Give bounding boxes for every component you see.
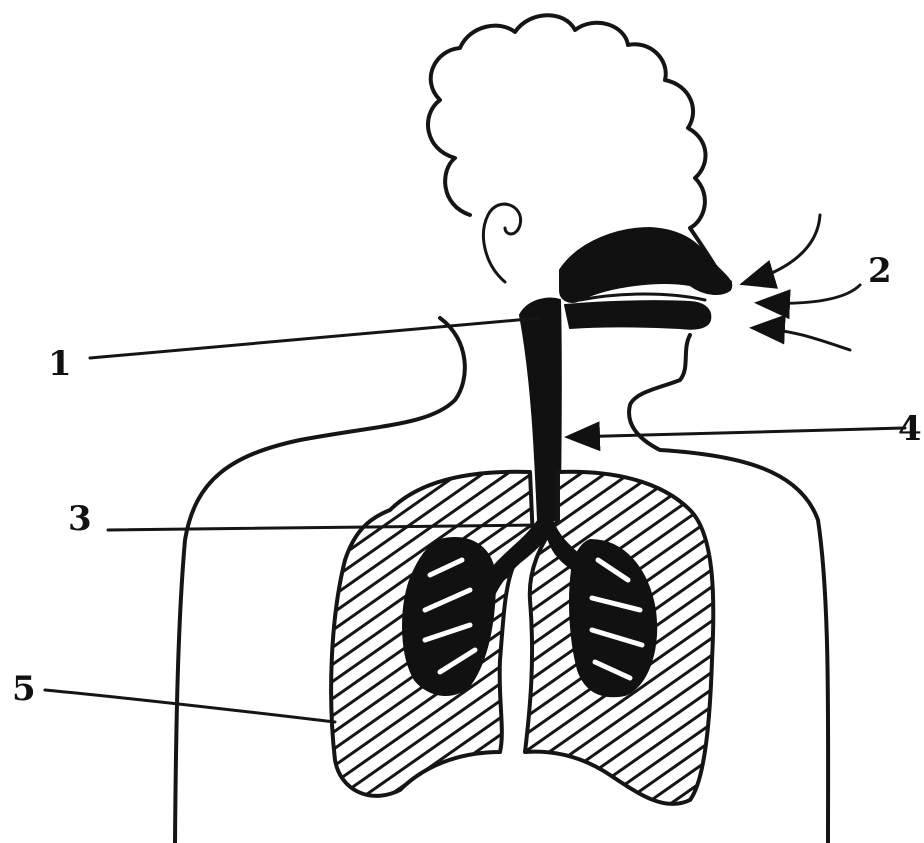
tongue-line (580, 294, 705, 300)
nasal-cavity (560, 228, 731, 302)
ear (483, 204, 520, 282)
oral-cavity (565, 301, 710, 329)
label-2: 2 (868, 251, 892, 291)
label-3: 3 (68, 499, 92, 539)
leader-line-5 (45, 690, 335, 722)
leader-line-1 (90, 318, 540, 358)
leader-line-4 (570, 428, 905, 437)
label-4: 4 (898, 409, 922, 449)
label-5: 5 (12, 669, 36, 709)
label-1: 1 (48, 344, 72, 384)
incoming-air-arrows (745, 215, 860, 350)
